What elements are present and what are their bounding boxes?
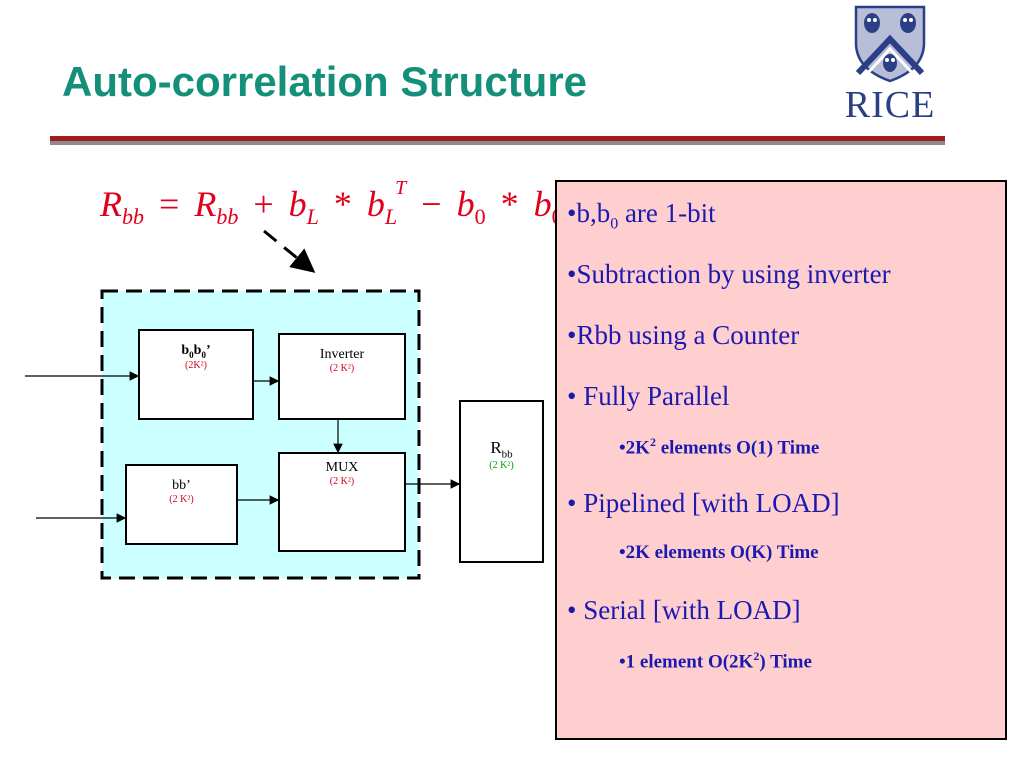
inverter-block: Inverter (2 K²)	[278, 333, 406, 420]
rbb-size: (2 K²)	[489, 460, 514, 472]
eq-term: b	[366, 184, 385, 224]
mux-label: MUX	[325, 460, 359, 475]
eq-term: b	[288, 184, 307, 224]
mux-block: MUX (2 K²)	[278, 452, 406, 552]
equation-pointer-arrow	[263, 229, 316, 273]
rbb-block: Rbb (2 K²)	[459, 400, 544, 563]
eq-term: R	[100, 184, 122, 224]
bullet-counter: •Rbb using a Counter	[567, 320, 800, 350]
inverter-label: Inverter	[319, 347, 365, 362]
eq-operator: +	[253, 184, 274, 224]
sub-bullet-serial: •1 element O(2K2) Time	[619, 649, 812, 673]
sub-bullet-pipelined: •2K elements O(K) Time	[619, 542, 819, 563]
inverter-size: (2 K²)	[329, 363, 355, 374]
bullet-serial: • Serial [with LOAD]	[567, 595, 801, 625]
eq-operator: −	[421, 184, 442, 224]
eq-subscript: bb	[216, 204, 239, 229]
bb-label: bb’	[172, 478, 191, 493]
sub-bullet-parallel: •2K2 elements O(1) Time	[619, 435, 820, 459]
bullet-pipelined: • Pipelined [with LOAD]	[567, 488, 840, 518]
eq-operator: *	[500, 184, 519, 224]
notes-panel: •b,b0 are 1-bit •Subtraction by using in…	[555, 180, 1007, 740]
eq-subscript: bb	[122, 204, 144, 229]
rice-logo-text: RICE	[844, 84, 936, 126]
title-divider-gray	[50, 141, 945, 145]
bullet-subtraction: •Subtraction by using inverter	[567, 259, 891, 289]
slide-title: Auto-correlation Structure	[62, 58, 588, 105]
rice-logo: RICE	[836, 3, 944, 126]
b0b0-block: b0b0’ (2K²)	[138, 329, 254, 420]
mux-size: (2 K²)	[329, 476, 355, 487]
eq-term: R	[194, 184, 217, 224]
eq-subscript: 0	[474, 204, 486, 229]
rbb-label: Rbb	[490, 438, 513, 461]
title-divider-red	[50, 136, 945, 141]
eq-subscript: L	[306, 204, 319, 229]
correlation-equation: Rbb = Rbb + bL * bLT − b0 * b0T	[100, 178, 572, 228]
b0b0-size: (2K²)	[185, 359, 207, 371]
eq-operator: =	[159, 184, 180, 224]
rice-shield-icon	[854, 5, 926, 83]
eq-term: b	[456, 184, 475, 224]
bb-size: (2 K²)	[169, 494, 194, 505]
eq-superscript: T	[395, 177, 407, 199]
bullet-fully-parallel: • Fully Parallel	[567, 381, 730, 411]
eq-operator: *	[333, 184, 352, 224]
bullet-1bit: •b,b0 are 1-bit	[567, 198, 716, 233]
eq-subscript: L	[384, 204, 398, 229]
eq-term: b	[533, 184, 552, 224]
bb-block: bb’ (2 K²)	[125, 464, 238, 545]
b0b0-label: b0b0’	[181, 343, 211, 360]
